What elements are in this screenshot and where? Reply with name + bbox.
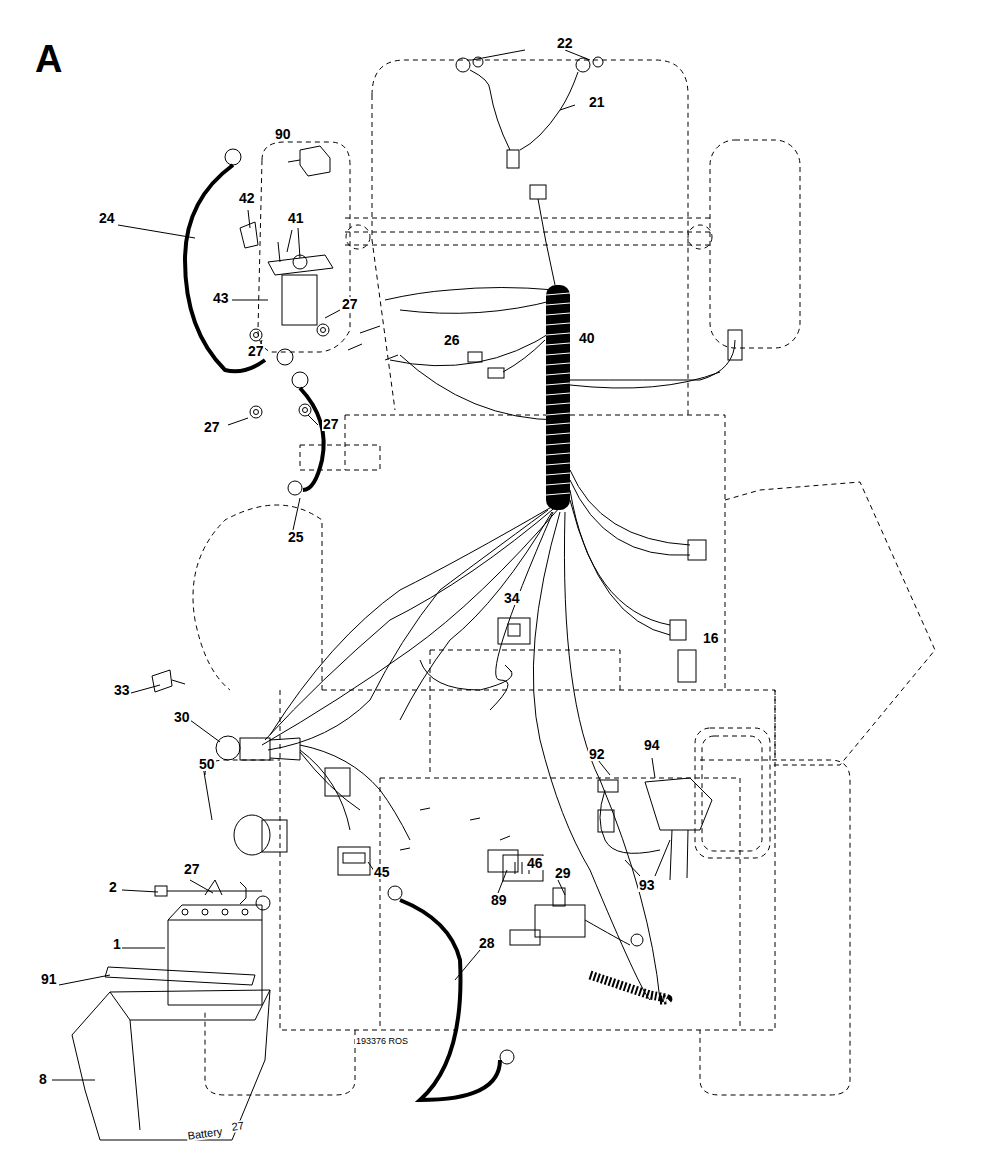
callout-number: 42	[238, 191, 256, 205]
callout-number: 45	[373, 865, 391, 879]
callout-number: 89	[490, 893, 508, 907]
callout-number: Battery	[186, 1126, 224, 1142]
callout-number: 40	[578, 331, 596, 345]
callout-number: 25	[287, 530, 305, 544]
callout-number: 43	[212, 291, 230, 305]
callout-number: 33	[113, 683, 131, 697]
callout-number: 27	[230, 1120, 246, 1133]
callout-number: 27	[203, 420, 221, 434]
callout-number: 92	[588, 747, 606, 761]
callout-number: 29	[554, 866, 572, 880]
callout-number: 27	[183, 862, 201, 876]
callout-number: 27	[247, 344, 265, 358]
callout-number: 30	[173, 710, 191, 724]
callout-number: 2	[108, 880, 118, 894]
callout-number: 21	[588, 95, 606, 109]
callout-number: 90	[274, 127, 292, 141]
callout-number: 27	[322, 417, 340, 431]
callout-number: 16	[702, 631, 720, 645]
callout-number: 94	[643, 738, 661, 752]
callout-number: 91	[40, 972, 58, 986]
callout-number: 46	[526, 856, 544, 870]
callout-number: 22	[556, 36, 574, 50]
callout-number: 93	[638, 878, 656, 892]
callout-number: 1	[112, 937, 122, 951]
callout-number: 26	[443, 333, 461, 347]
callout-number: 34	[503, 591, 521, 605]
callout-number: 8	[38, 1072, 48, 1086]
callout-number: 24	[98, 211, 116, 225]
callout-number: 50	[198, 757, 216, 771]
callout-number: 193376 ROS	[355, 1037, 409, 1046]
callout-number: 41	[287, 211, 305, 225]
callout-number: A	[34, 40, 63, 78]
callout-number: 27	[341, 297, 359, 311]
callout-number: 28	[478, 936, 496, 950]
